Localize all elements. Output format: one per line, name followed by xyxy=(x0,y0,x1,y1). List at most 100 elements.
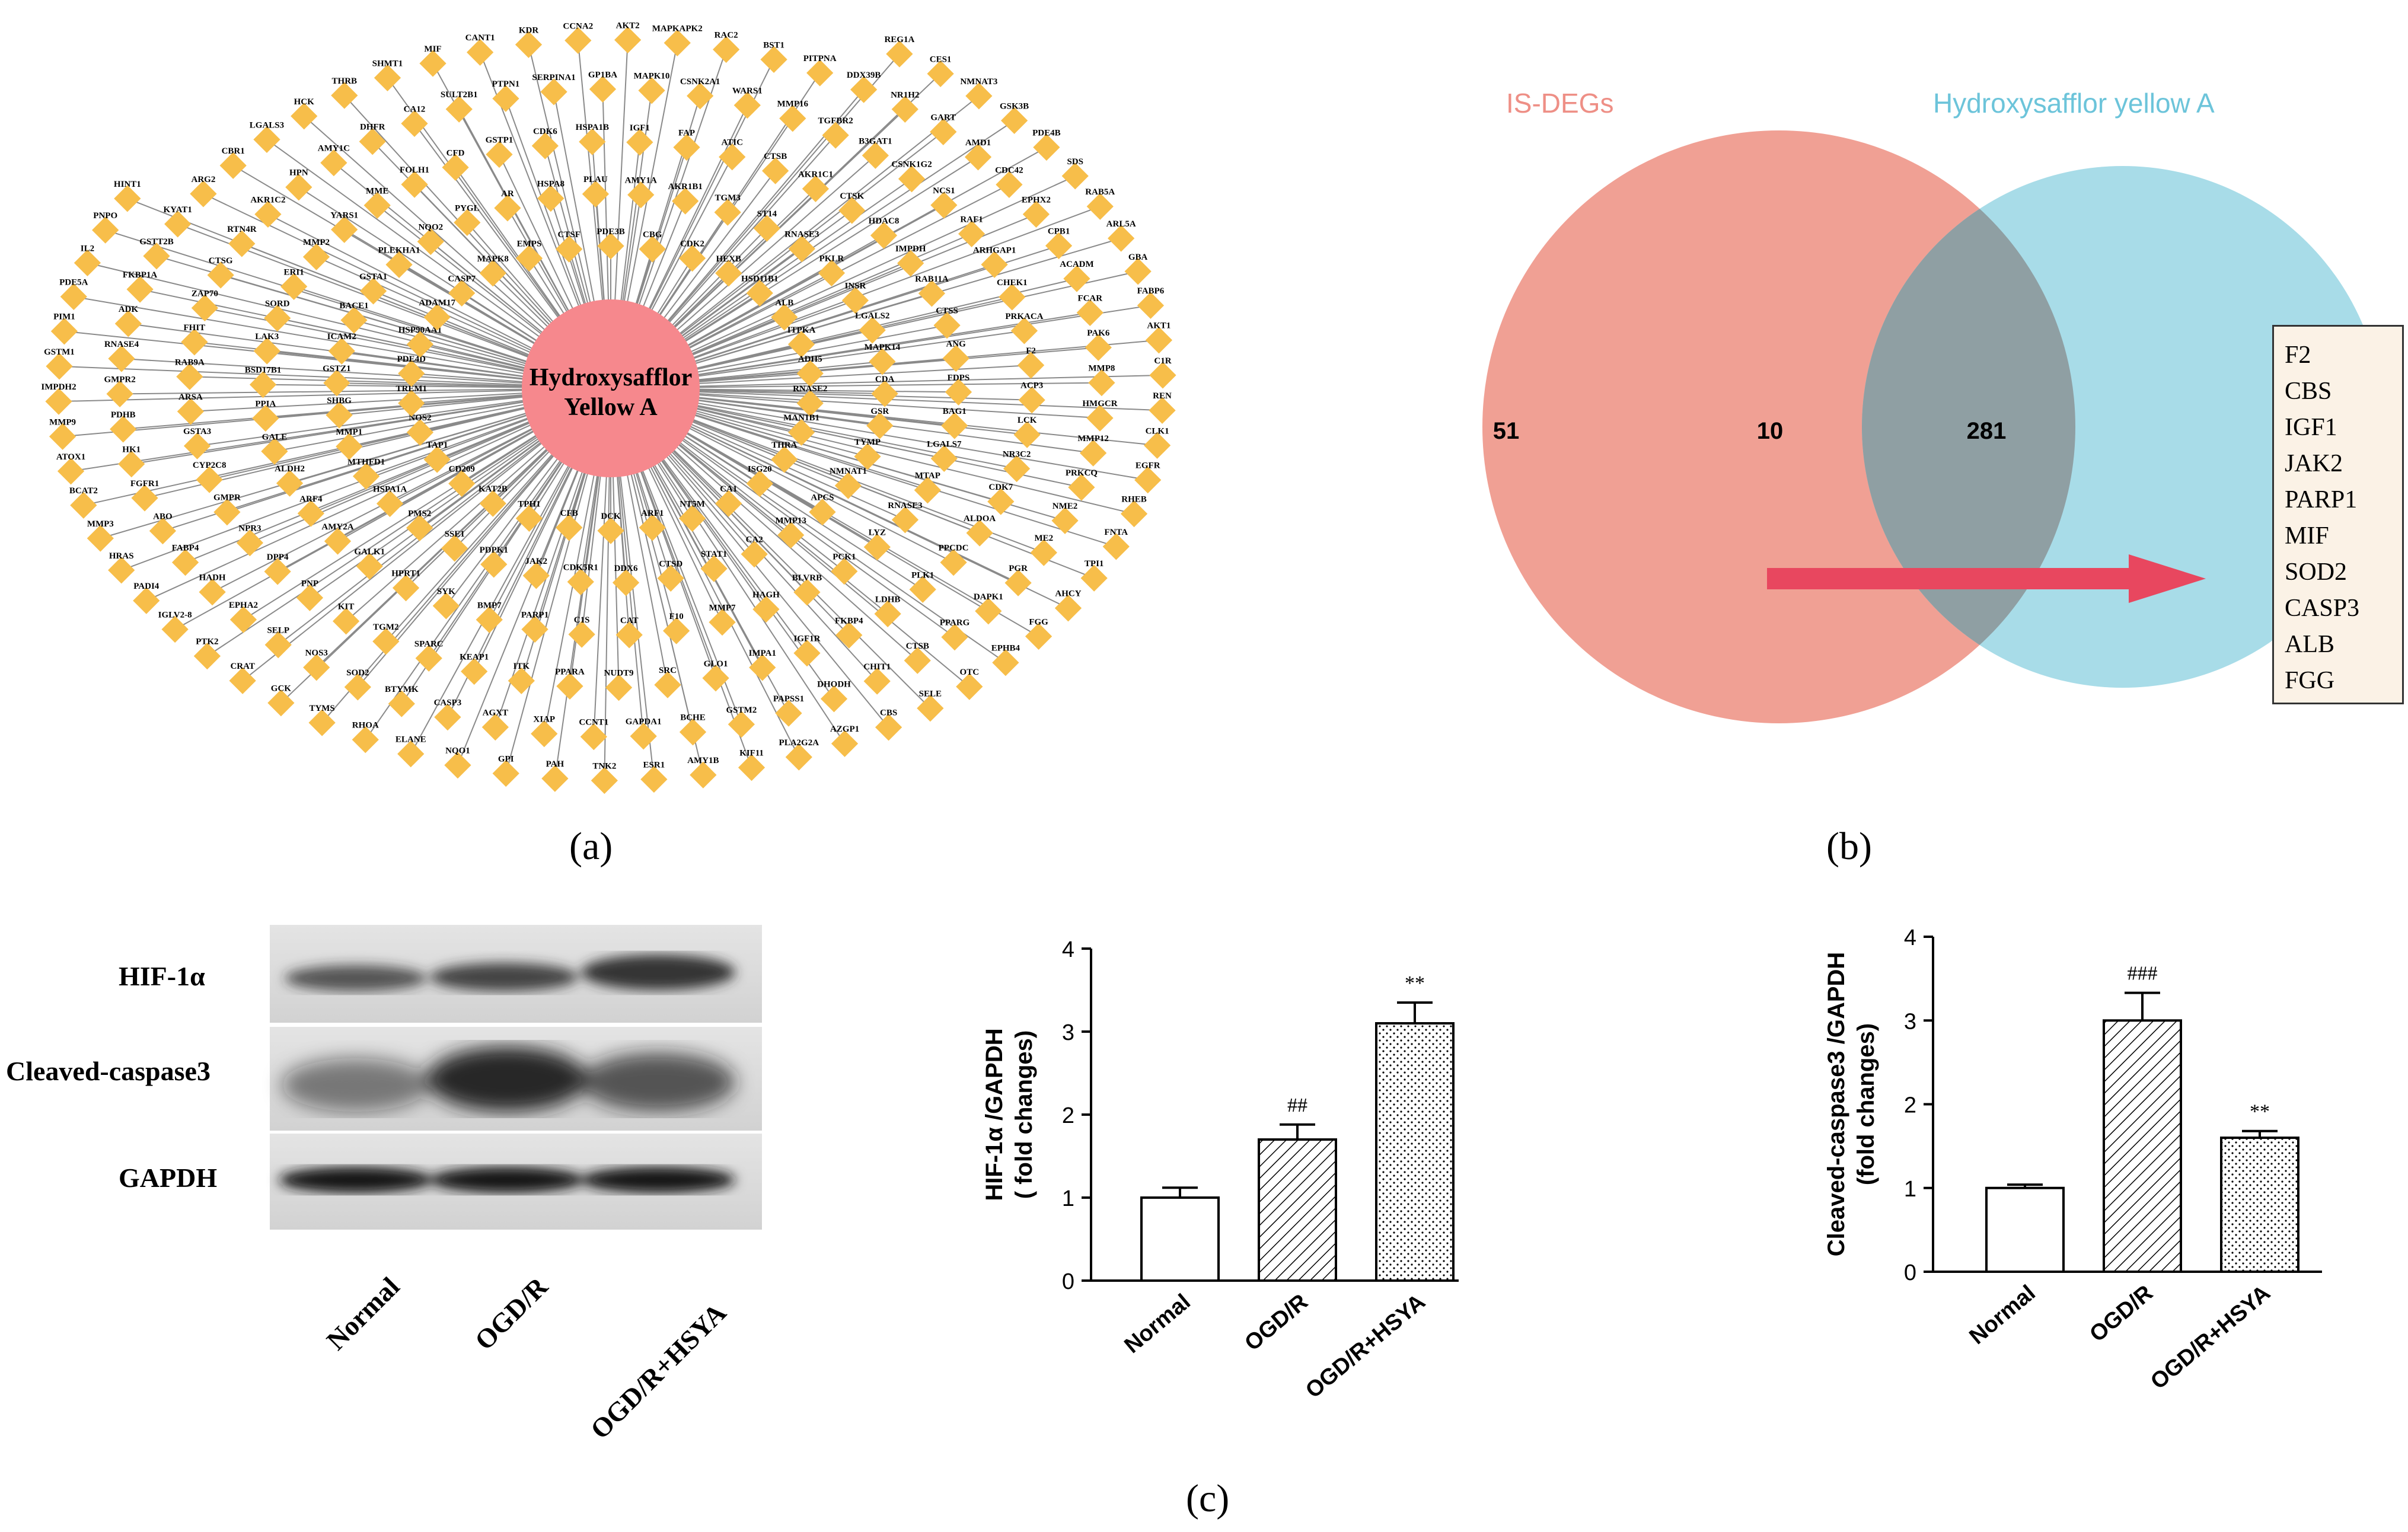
network-node xyxy=(1063,265,1090,292)
network-node-label: LCK xyxy=(1018,416,1037,425)
network-node xyxy=(719,143,746,171)
network-node xyxy=(909,576,936,603)
network-node-label: CES1 xyxy=(930,55,952,64)
network-node xyxy=(640,765,668,793)
network-node-label: MMP3 xyxy=(87,519,114,529)
y-axis-label: (fold changes) xyxy=(1853,1023,1879,1185)
network-node xyxy=(1143,432,1171,459)
network-node xyxy=(806,59,834,87)
network-node xyxy=(276,470,304,497)
network-node xyxy=(871,380,898,407)
network-node-label: ATOX1 xyxy=(56,452,85,462)
network-node xyxy=(992,649,1019,676)
network-node xyxy=(492,759,519,787)
network-node xyxy=(401,110,428,138)
network-node-label: HSPA8 xyxy=(537,180,564,189)
network-node-label: THRB xyxy=(332,76,358,86)
band-casp3-ogdr xyxy=(427,1046,587,1112)
network-node xyxy=(1017,352,1045,379)
network-node-label: HK1 xyxy=(122,445,141,455)
network-node xyxy=(106,380,133,408)
network-node-label: HPN xyxy=(289,168,308,178)
network-node xyxy=(1010,317,1038,344)
network-node xyxy=(942,344,969,372)
network-node xyxy=(687,82,714,110)
network-node xyxy=(114,310,142,337)
network-node xyxy=(531,720,558,748)
network-node-label: PDE4B xyxy=(1032,129,1061,138)
network-node xyxy=(352,726,379,754)
panel-label-a: (a) xyxy=(569,825,613,868)
network-node-label: ITK xyxy=(514,662,530,671)
network-node-label: TPH1 xyxy=(518,499,540,509)
network-node xyxy=(1108,225,1135,252)
network-node xyxy=(1086,193,1114,220)
y-tick-label: 4 xyxy=(1062,937,1074,962)
network-node-label: NQO2 xyxy=(418,222,443,232)
network-node-label: GART xyxy=(930,113,956,122)
center-node xyxy=(522,299,700,477)
network-node-label: B3GAT1 xyxy=(859,136,892,146)
network-node xyxy=(171,548,199,576)
network-node-label: PDE4D xyxy=(397,355,426,364)
network-node xyxy=(515,245,543,272)
network-edge xyxy=(71,388,611,472)
network-node-label: GPI xyxy=(498,754,514,764)
y-tick-label: 3 xyxy=(1062,1020,1074,1045)
network-node-label: PPARA xyxy=(555,667,585,676)
network-node-label: PAPSS1 xyxy=(773,694,804,704)
network-node xyxy=(74,249,101,277)
network-node xyxy=(940,548,967,576)
network-node xyxy=(556,672,583,700)
network-node-label: PDHB xyxy=(111,410,136,420)
network-node-label: RNASE3 xyxy=(784,230,819,240)
network-node xyxy=(480,551,508,578)
network-node-label: NUDT9 xyxy=(604,669,634,678)
network-node-label: CSNK1G2 xyxy=(891,160,932,170)
network-node xyxy=(1003,455,1031,483)
network-node-label: TYMS xyxy=(309,704,334,713)
network-node-label: CRAT xyxy=(230,662,254,671)
network-node-label: SDS xyxy=(1067,157,1083,167)
network-node xyxy=(49,423,76,450)
network-node-label: ITPKA xyxy=(787,325,816,335)
network-node xyxy=(854,443,881,470)
network-node-label: ALDH2 xyxy=(275,464,305,474)
y-tick-label: 2 xyxy=(1904,1093,1916,1118)
network-node-label: BCAT2 xyxy=(69,486,98,496)
network-node xyxy=(70,491,97,519)
network-node xyxy=(320,149,347,177)
network-node-label: DHODH xyxy=(817,680,851,690)
y-axis-label: Cleaved-caspase3 /GAPDH xyxy=(1823,952,1849,1257)
network-node xyxy=(678,505,706,532)
network-node-label: HCK xyxy=(294,97,315,107)
network-node xyxy=(820,685,848,713)
network-node xyxy=(392,574,420,602)
network-node xyxy=(762,157,789,184)
significance-marker: ## xyxy=(1287,1094,1307,1116)
network-node xyxy=(454,209,481,236)
network-node xyxy=(639,514,666,541)
network-node-label: HINT1 xyxy=(114,180,141,189)
network-node-label: GBA xyxy=(1128,253,1148,262)
network-node xyxy=(302,243,330,270)
network-node-label: MAPKAPK2 xyxy=(652,24,703,33)
network-node xyxy=(875,714,902,741)
network-node-label: GSTA3 xyxy=(183,427,211,436)
network-node-label: SELP xyxy=(267,626,289,636)
network-node xyxy=(672,187,699,215)
network-node-label: RAB5A xyxy=(1085,187,1115,197)
network-node-label: CTSF xyxy=(558,230,581,240)
network-node xyxy=(444,751,471,779)
bar xyxy=(1985,1186,2065,1273)
network-node-label: GSTM2 xyxy=(726,706,757,715)
network-node-label: FHIT xyxy=(184,323,206,333)
network-node xyxy=(556,514,583,541)
network-node xyxy=(822,122,849,149)
network-node-label: CTSB xyxy=(764,152,787,161)
network-node-label: CFD xyxy=(446,148,465,158)
network-node xyxy=(297,500,324,527)
network-node-label: PDPK1 xyxy=(480,545,508,555)
network-node xyxy=(207,261,234,289)
network-node-label: NR3C2 xyxy=(1003,450,1031,459)
